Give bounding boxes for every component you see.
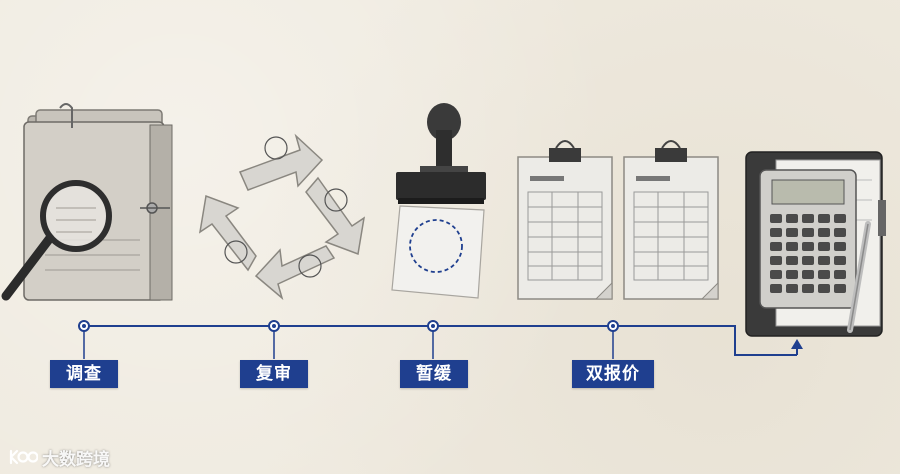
calculator-key <box>802 242 814 251</box>
calculator-key <box>770 242 782 251</box>
magnifier-folder-icon <box>1 103 173 301</box>
calculator-key <box>834 270 846 279</box>
calculator-key <box>786 228 798 237</box>
calculator-key <box>802 256 814 265</box>
calculator-key <box>834 284 846 293</box>
calculator-icon <box>745 151 886 337</box>
step-label-review: 复审 <box>240 360 308 388</box>
timeline <box>78 320 803 359</box>
cycle-arrows-icon <box>198 133 366 301</box>
calculator-key <box>786 242 798 251</box>
calculator-key <box>802 270 814 279</box>
calculator-key <box>834 256 846 265</box>
brand-logo-icon <box>9 449 38 465</box>
calculator-key <box>818 242 830 251</box>
calculator-key <box>770 228 782 237</box>
calculator-key <box>818 270 830 279</box>
calculator-key <box>818 228 830 237</box>
calculator-key <box>802 214 814 223</box>
calculator-key <box>802 228 814 237</box>
calculator-key <box>770 256 782 265</box>
calculator-key <box>786 256 798 265</box>
clipboards-icon <box>517 140 719 300</box>
calculator-key <box>818 256 830 265</box>
step-label-suspend: 暂缓 <box>400 360 468 388</box>
calculator-key <box>786 270 798 279</box>
calculator-key <box>818 284 830 293</box>
watermark-text: 大数跨境 <box>42 449 110 470</box>
calculator-key <box>834 228 846 237</box>
calculator-key <box>834 214 846 223</box>
stamp-icon <box>391 103 486 299</box>
calculator-key <box>770 270 782 279</box>
calculator-key <box>786 214 798 223</box>
step-label-dual-quote: 双报价 <box>572 360 654 388</box>
calculator-key <box>770 214 782 223</box>
calculator-key <box>786 284 798 293</box>
step-label-investigation: 调查 <box>50 360 118 388</box>
calculator-key <box>802 284 814 293</box>
watermark: 大数跨境 <box>8 446 110 470</box>
calculator-key <box>834 242 846 251</box>
calculator-key <box>770 284 782 293</box>
calculator-key <box>818 214 830 223</box>
